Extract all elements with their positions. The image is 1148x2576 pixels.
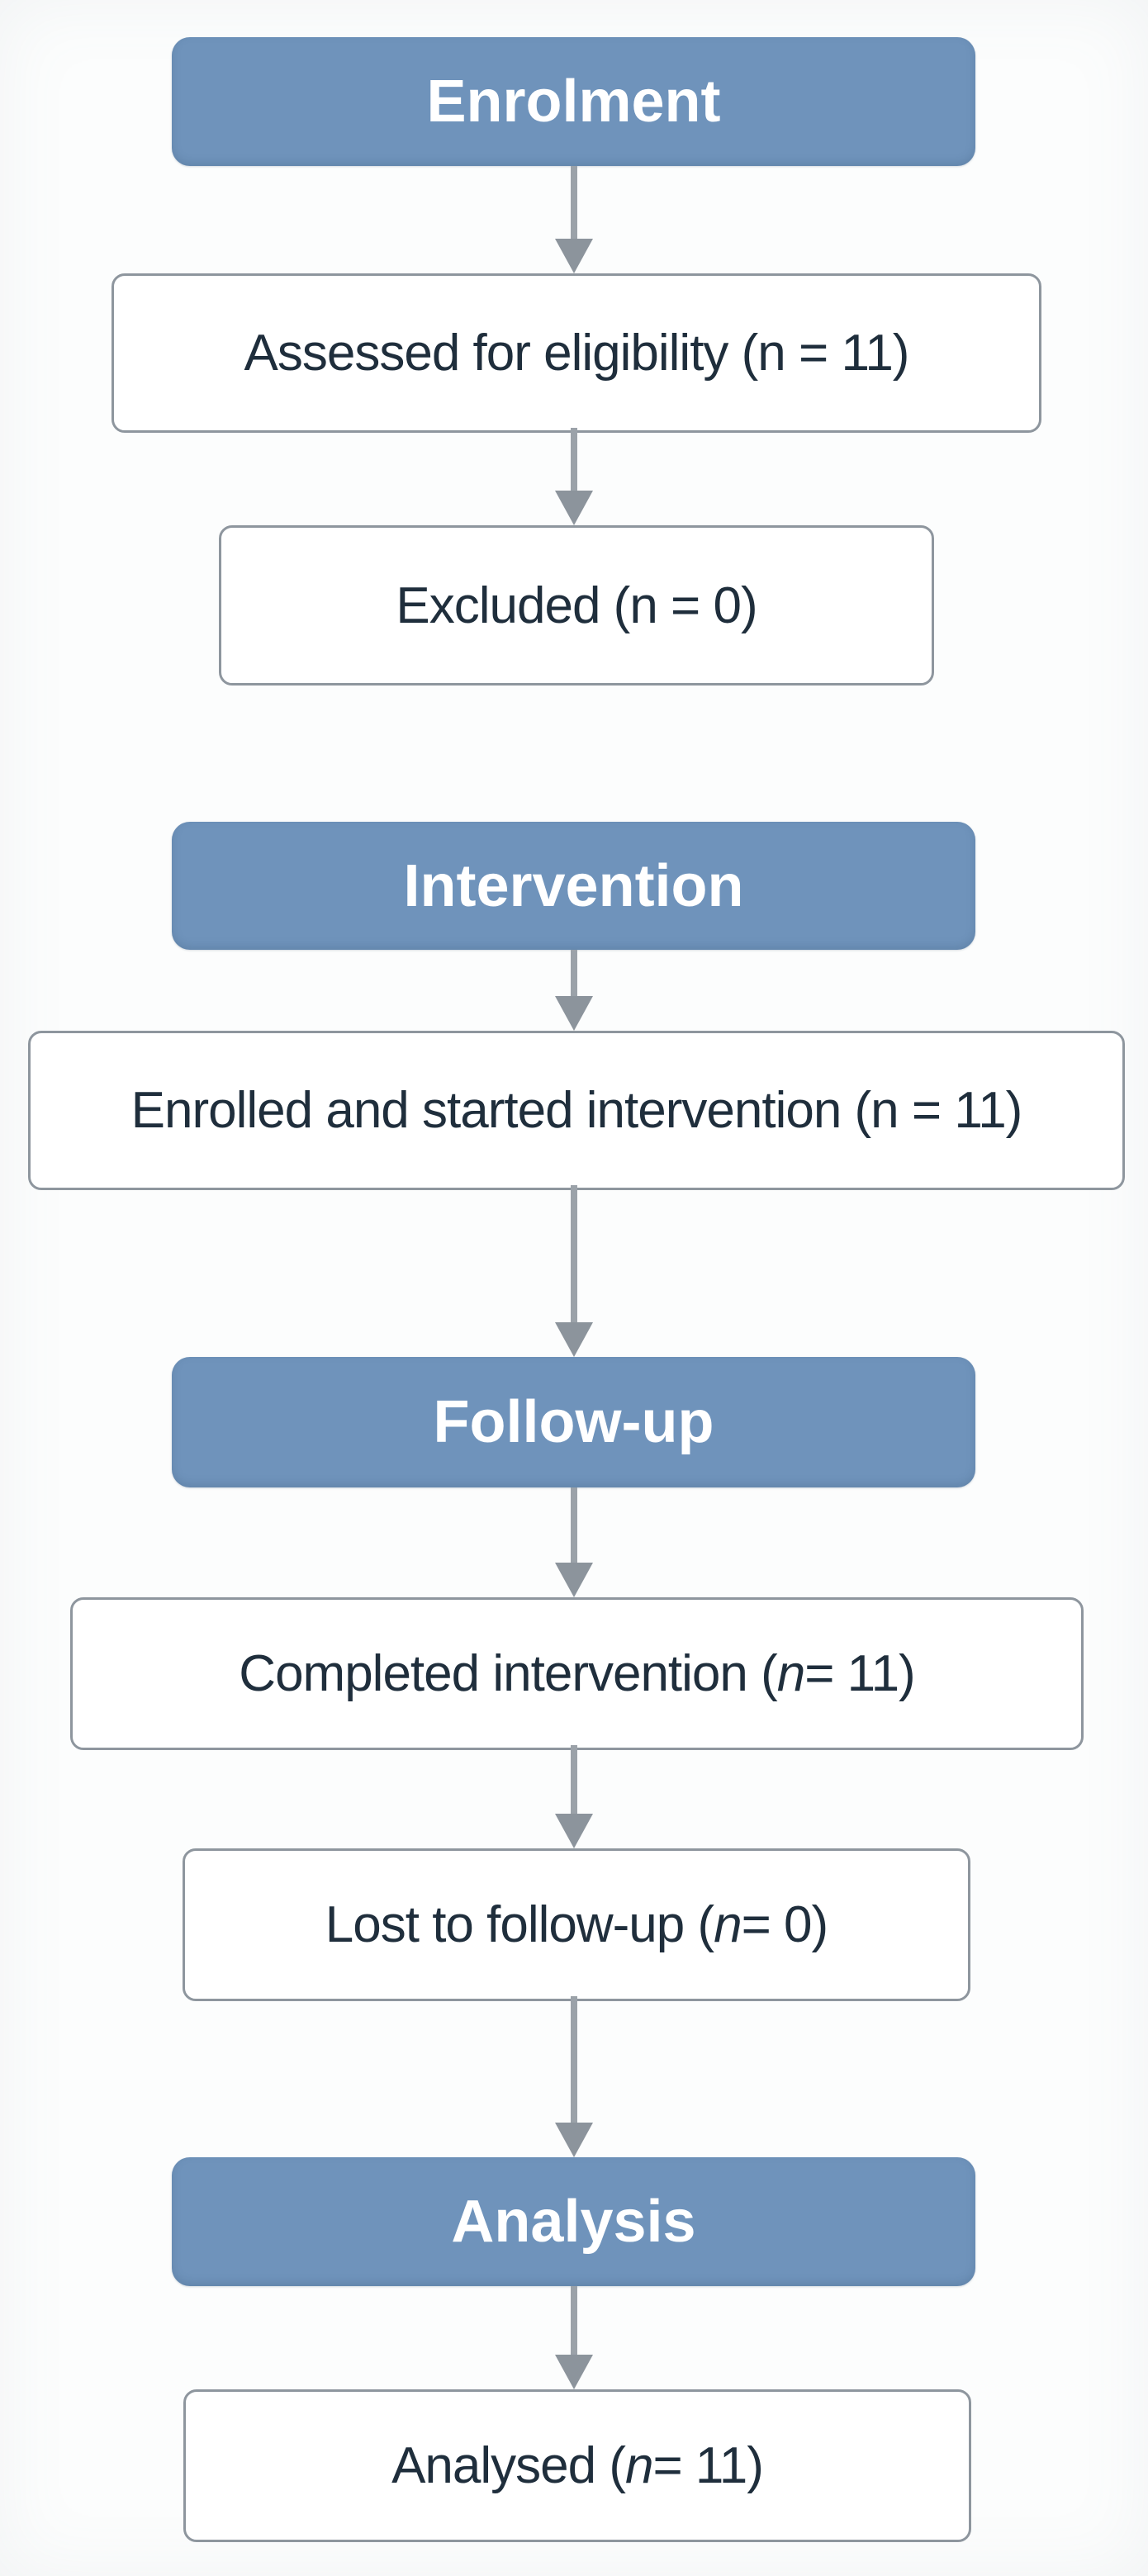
arrow-assessed-to-excluded	[555, 428, 593, 525]
stage-header-intervention: Intervention	[172, 822, 975, 950]
stage-header-followup-label: Follow-up	[433, 1389, 714, 1455]
stage-header-analysis-label: Analysis	[451, 2189, 696, 2255]
stage-header-analysis: Analysis	[172, 2157, 975, 2286]
box-lost-label: Lost to follow-up (	[325, 1896, 714, 1953]
arrow-completed-to-lost	[555, 1745, 593, 1848]
stage-header-intervention-label: Intervention	[403, 852, 744, 919]
arrow-analysis-to-analysed	[555, 2286, 593, 2389]
arrow-enrolled-to-followup	[555, 1185, 593, 1357]
box-assessed-label: Assessed for eligibility (n = 11)	[244, 325, 910, 382]
box-excluded-label: Excluded (n = 0)	[396, 576, 757, 634]
box-completed-tail: = 11)	[804, 1645, 915, 1702]
arrow-followup-to-completed	[555, 1487, 593, 1597]
arrow-lost-to-analysis	[555, 1996, 593, 2157]
arrow-intervention-to-enrolled	[555, 950, 593, 1031]
box-enrolled-label: Enrolled and started intervention (n = 1…	[130, 1082, 1023, 1139]
box-completed-label: Completed intervention (	[239, 1645, 777, 1702]
box-completed-intervention: Completed intervention (n = 11)	[70, 1597, 1084, 1750]
stage-header-followup: Follow-up	[172, 1357, 975, 1487]
box-assessed-for-eligibility: Assessed for eligibility (n = 11)	[111, 273, 1041, 433]
box-completed-n: n	[776, 1645, 805, 1702]
box-lost-to-followup: Lost to follow-up (n = 0)	[183, 1848, 970, 2001]
box-analysed-tail: = 11)	[652, 2437, 763, 2494]
box-excluded: Excluded (n = 0)	[219, 525, 934, 686]
box-analysed: Analysed (n = 11)	[183, 2389, 971, 2542]
box-analysed-n: n	[625, 2437, 653, 2494]
stage-header-enrolment-label: Enrolment	[426, 69, 721, 135]
box-lost-tail: = 0)	[741, 1896, 829, 1953]
box-analysed-label: Analysed (	[391, 2437, 626, 2494]
arrow-enrolment-to-assessed	[555, 166, 593, 273]
box-enrolled-started-intervention: Enrolled and started intervention (n = 1…	[28, 1031, 1125, 1190]
stage-header-enrolment: Enrolment	[172, 37, 975, 166]
box-lost-n: n	[714, 1896, 742, 1953]
